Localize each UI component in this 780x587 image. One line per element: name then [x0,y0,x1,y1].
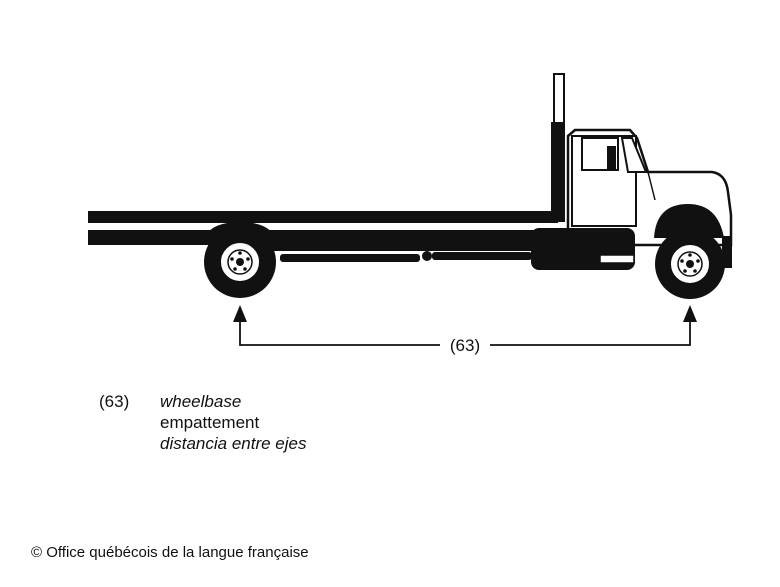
dimension-line-left [239,320,440,346]
drive-shaft-rear [280,254,420,262]
front-wheel [655,229,725,299]
cab-door-edge [571,135,637,227]
hood-line [647,171,656,201]
rear-wheel [204,226,276,298]
windshield [620,137,648,173]
chassis-frame [270,245,560,251]
front-fender [654,204,724,238]
arrow-up-icon [683,305,697,322]
dimension-line-right [490,320,691,346]
cab-door-handle [607,146,616,170]
flatbed-lower-rail [88,230,558,245]
term-french: empattement [160,413,260,432]
term-spanish: distancia entre ejes [160,434,307,453]
exhaust-pipe-top [553,73,565,125]
flatbed-top-rail [88,211,558,223]
universal-joint [422,251,432,261]
front-bumper [722,236,732,268]
exhaust-pipe-bottom [551,122,565,222]
copyright-notice: © Office québécois de la langue français… [31,544,309,561]
arrow-up-icon [233,305,247,322]
wheelbase-dimension: (63) [233,305,697,355]
legend-terms: wheelbase empattement distancia entre ej… [160,391,306,454]
flatbed-truck-illustration [88,73,733,299]
cab-step [599,254,635,264]
drive-shaft-front [432,252,532,260]
legend-code: (63) [99,392,130,411]
callout-label: (63) [450,336,480,355]
term-english: wheelbase [160,392,242,411]
